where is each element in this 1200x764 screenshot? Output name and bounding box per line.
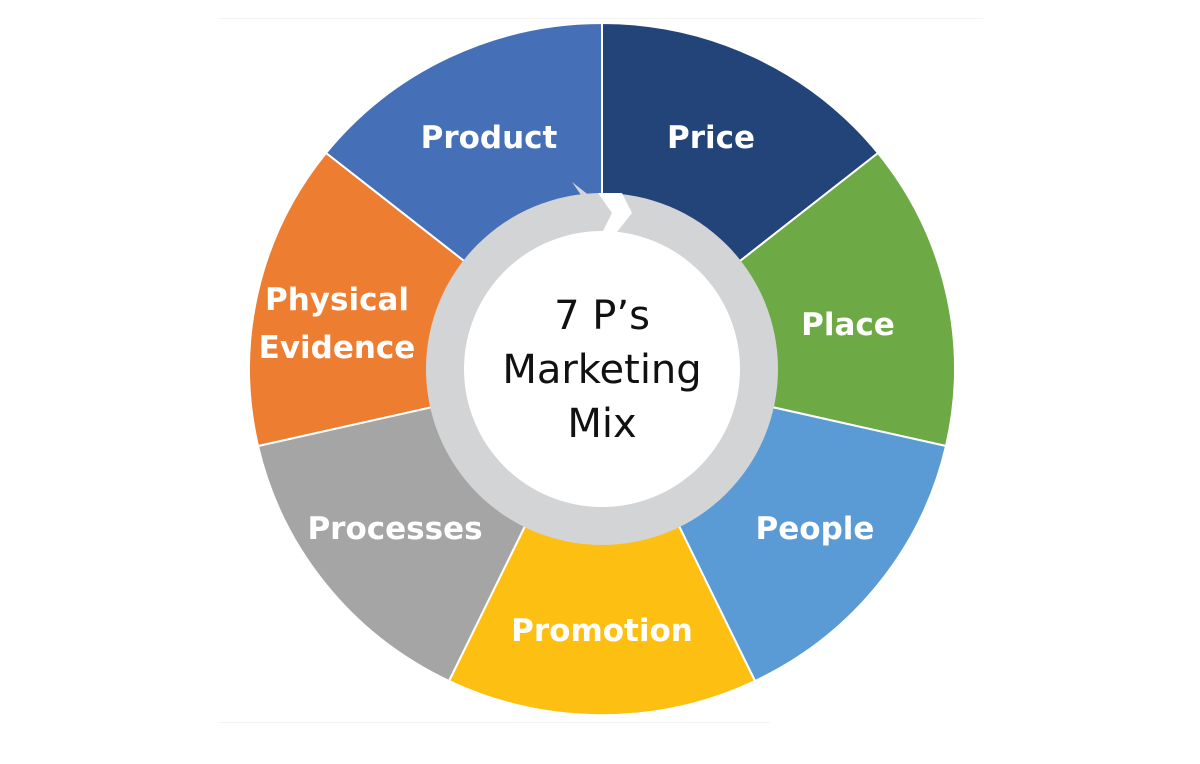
arrow-gap — [598, 193, 632, 237]
center-title-line3: Mix — [567, 401, 636, 447]
center-title-line1: 7 P’s — [554, 293, 650, 339]
center-title: 7 P’s Marketing Mix — [502, 293, 701, 447]
label-physical-evidence-line2: Evidence — [259, 330, 416, 366]
arrowhead-icon — [572, 182, 609, 244]
top-frame-line — [218, 18, 983, 19]
label-physical-evidence-line1: Physical — [265, 282, 409, 318]
label-people: People — [756, 511, 875, 547]
label-processes: Processes — [307, 511, 482, 547]
label-promotion: Promotion — [511, 613, 693, 649]
center-title-line2: Marketing — [502, 347, 701, 393]
label-price: Price — [667, 120, 755, 156]
label-place: Place — [801, 307, 895, 343]
center-disc — [464, 231, 740, 507]
bottom-frame-line — [218, 722, 770, 723]
cycle-arrow-ring — [426, 182, 778, 545]
label-product: Product — [421, 120, 558, 156]
segment-labels: Product Price Place People Promotion Pro… — [259, 120, 895, 649]
